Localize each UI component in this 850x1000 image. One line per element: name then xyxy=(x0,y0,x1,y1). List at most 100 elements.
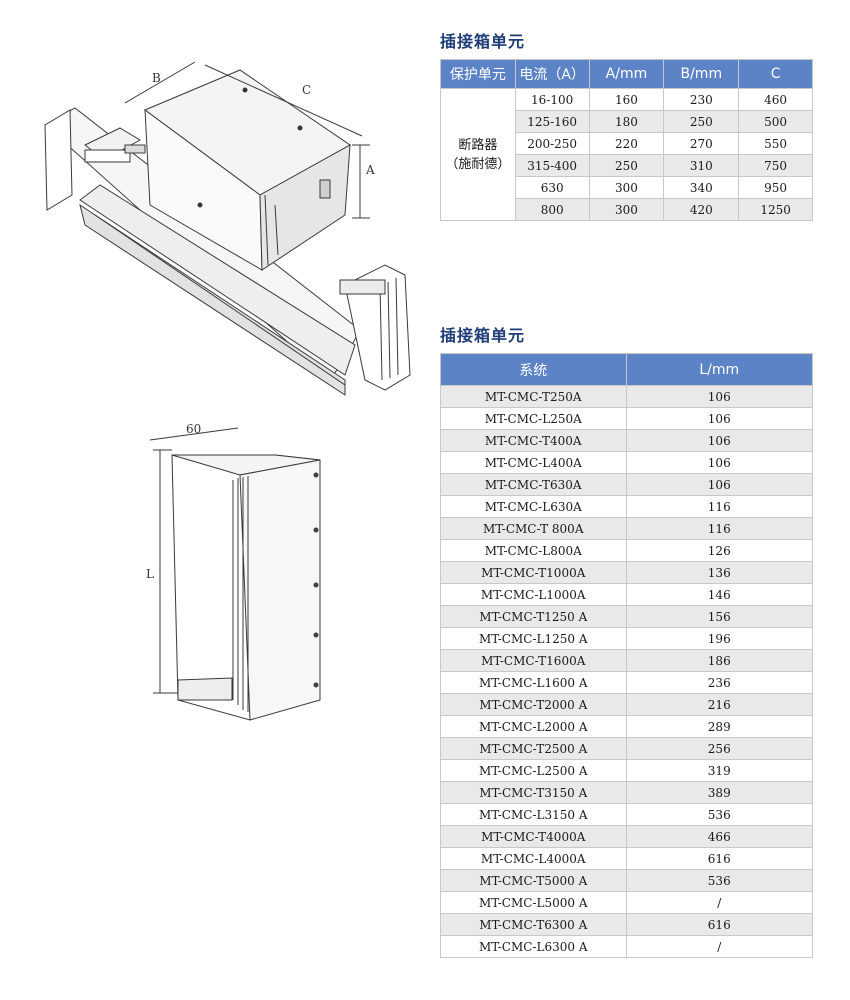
dimension-c-line xyxy=(204,64,363,137)
length-cell: 146 xyxy=(625,583,813,606)
system-cell: MT-CMC-L800A xyxy=(440,539,627,562)
cell: 310 xyxy=(663,154,740,177)
length-cell: 116 xyxy=(625,517,813,540)
label-60: 60 xyxy=(186,422,201,436)
system-cell: MT-CMC-L630A xyxy=(440,495,627,518)
dimension-b-line xyxy=(124,61,196,104)
length-cell: 106 xyxy=(625,451,813,474)
label-a: A xyxy=(365,163,375,177)
cell: 750 xyxy=(738,154,813,177)
length-cell: 186 xyxy=(625,649,813,672)
system-cell: MT-CMC-T2500 A xyxy=(440,737,627,760)
length-cell: 236 xyxy=(625,671,813,694)
system-cell: MT-CMC-T2000 A xyxy=(440,693,627,716)
cell: 460 xyxy=(738,88,813,111)
length-cell: 256 xyxy=(625,737,813,760)
cell: 270 xyxy=(663,132,740,155)
system-cell: MT-CMC-T1250 A xyxy=(440,605,627,628)
table-header-row: 系统 L/mm xyxy=(440,353,813,386)
box-side xyxy=(259,144,351,271)
table-row: MT-CMC-L6300 A/ xyxy=(440,935,813,958)
length-cell: 106 xyxy=(625,385,813,408)
length-cell: 216 xyxy=(625,693,813,716)
length-cell: / xyxy=(625,935,813,958)
cell: 630 xyxy=(514,176,590,199)
cell: 550 xyxy=(738,132,813,155)
table-row: 630 300 340 950 xyxy=(441,176,813,199)
length-cell: 156 xyxy=(625,605,813,628)
group-label-line1: 断路器 xyxy=(458,137,498,153)
system-cell: MT-CMC-T 800A xyxy=(440,517,627,540)
breaker-group-label: 断路器 （施耐德） xyxy=(440,88,516,221)
table-row: 125-160 180 250 500 xyxy=(441,110,813,133)
table-header-row: 保护单元 电流（A） A/mm B/mm C xyxy=(440,59,813,89)
dimension-60-line xyxy=(149,427,239,441)
length-cell: 136 xyxy=(625,561,813,584)
col-header-length: L/mm xyxy=(625,353,813,386)
cell: 160 xyxy=(588,88,665,111)
system-cell: MT-CMC-T250A xyxy=(440,385,627,408)
busway-left-end xyxy=(44,109,73,211)
length-cell: 196 xyxy=(625,627,813,650)
label-c: C xyxy=(302,83,311,97)
system-cell: MT-CMC-L5000 A xyxy=(440,891,627,914)
length-cell: 466 xyxy=(625,825,813,848)
col-header-unit: 保护单元 xyxy=(440,59,516,89)
cell: 230 xyxy=(663,88,740,111)
length-cell: 536 xyxy=(625,869,813,892)
length-cell: 116 xyxy=(625,495,813,518)
cell: 315-400 xyxy=(514,154,590,177)
cell: 300 xyxy=(588,176,665,199)
col-header-a: A/mm xyxy=(588,59,665,89)
table-row: MT-CMC-L5000 A/ xyxy=(440,891,813,914)
cell: 180 xyxy=(588,110,665,133)
system-cell: MT-CMC-L4000A xyxy=(440,847,627,870)
system-cell: MT-CMC-L1600 A xyxy=(440,671,627,694)
system-cell: MT-CMC-T1600A xyxy=(440,649,627,672)
cell: 200-250 xyxy=(514,132,590,155)
length-cell: 106 xyxy=(625,407,813,430)
label-b: B xyxy=(152,71,161,85)
length-cell: 319 xyxy=(625,759,813,782)
system-cell: MT-CMC-T1000A xyxy=(440,561,627,584)
table-row: 800 300 420 1250 xyxy=(441,198,813,221)
cell: 340 xyxy=(663,176,740,199)
length-cell: 616 xyxy=(625,913,813,936)
length-cell: 289 xyxy=(625,715,813,738)
busway-right-end xyxy=(344,264,411,391)
system-cell: MT-CMC-L1000A xyxy=(440,583,627,606)
system-cell: MT-CMC-T400A xyxy=(440,429,627,452)
system-cell: MT-CMC-T3150 A xyxy=(440,781,627,804)
system-cell: MT-CMC-L250A xyxy=(440,407,627,430)
label-l: L xyxy=(146,567,154,581)
cell: 250 xyxy=(588,154,665,177)
system-cell: MT-CMC-L6300 A xyxy=(440,935,627,958)
system-cell: MT-CMC-T4000A xyxy=(440,825,627,848)
system-cell: MT-CMC-L2000 A xyxy=(440,715,627,738)
cell: 420 xyxy=(663,198,740,221)
group-label-line2: （施耐德） xyxy=(445,156,511,172)
col-header-c: C xyxy=(738,59,813,89)
length-cell: 106 xyxy=(625,473,813,496)
cell: 220 xyxy=(588,132,665,155)
system-cell: MT-CMC-L1250 A xyxy=(440,627,627,650)
section2-title: 插接箱单元 xyxy=(440,326,526,345)
table-row: 断路器 （施耐德） 16-100 160 230 460 xyxy=(440,88,813,221)
